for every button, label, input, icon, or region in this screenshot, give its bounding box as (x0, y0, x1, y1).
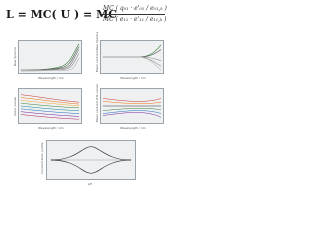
raw-spectra-lines (20, 43, 80, 72)
equation-lhs: L = MC( U ) = MC (6, 8, 118, 21)
mean-centred-ylabel: Mean centred Raw Spectra (95, 31, 99, 72)
score-values-xlabel: Wavelength / nm (38, 126, 64, 130)
concentration-profile-plot (46, 140, 136, 180)
r-values-ylabel: Mean centred of R values (95, 83, 99, 122)
r-values-lines (102, 98, 162, 118)
score-values-plot (18, 88, 82, 124)
r-values-xlabel: Wavelength / nm (120, 126, 146, 130)
score-values-ylabel: Score values (13, 96, 17, 116)
concentration-lines (50, 146, 132, 174)
equation-numerator: MC ( q₀₁ · e'₀₁ / e₀₁,ₖ ) (103, 5, 167, 12)
raw-spectra-ylabel: Raw Spectra (13, 47, 17, 66)
raw-spectra-plot (18, 40, 82, 74)
equation-denominator: MC ( e₁₁ · e'₁₁ / e₁₁,ₖ ) (103, 16, 167, 23)
mean-centred-lines (102, 44, 162, 71)
score-lines (20, 94, 80, 120)
mean-centred-r-values-plot (100, 88, 164, 124)
equation-fraction-bar (101, 14, 165, 15)
concentration-ylabel: Concentration profile (40, 142, 44, 174)
mean-centred-xlabel: Wavelength / nm (120, 76, 146, 80)
concentration-xlabel: pH (88, 182, 93, 186)
raw-spectra-xlabel: Wavelength / nm (38, 76, 64, 80)
mean-centred-spectra-plot (100, 40, 164, 74)
